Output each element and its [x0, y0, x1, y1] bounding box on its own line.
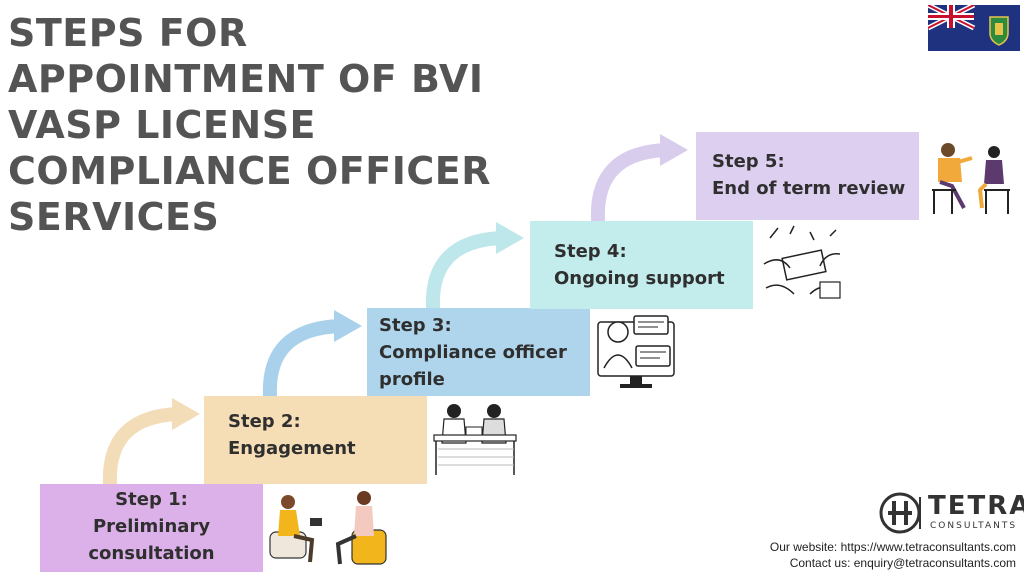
tetra-logo: TETRA CONSULTANTS [878, 489, 1024, 537]
step-text: consultation [88, 543, 215, 564]
step-label: Step 3: [379, 315, 452, 336]
step-text: Ongoing support [554, 268, 725, 289]
logo-name: TETRA [928, 491, 1024, 521]
bvi-flag-icon [928, 5, 1020, 51]
step-5-box: Step 5: End of term review [696, 132, 919, 220]
step-label: Step 4: [554, 241, 627, 262]
step-2-box: Step 2: Engagement [204, 396, 427, 484]
step-text: Preliminary [92, 516, 211, 537]
step-label: Step 5: [712, 151, 785, 172]
step-label: Step 1: [115, 489, 188, 510]
contact-text: Contact us: enquiry@tetraconsultants.com [789, 556, 1016, 570]
review-illustration [932, 143, 1010, 214]
step-1-box: Step 1: Preliminary consultation [40, 484, 263, 572]
step-text: End of term review [712, 178, 906, 199]
footer-contact: Our website: https://www.tetraconsultant… [770, 539, 1016, 571]
title-line: SERVICES [8, 195, 220, 239]
support-illustration [763, 225, 841, 299]
website-text: Our website: https://www.tetraconsultant… [769, 540, 1016, 554]
step-label: Step 2: [228, 411, 301, 432]
profile-illustration [597, 315, 675, 388]
logo-subtitle: CONSULTANTS [930, 521, 1018, 531]
consultation-illustration [269, 491, 387, 565]
step-4-box: Step 4: Ongoing support [530, 221, 753, 309]
step-text: profile [379, 369, 445, 390]
title-line: COMPLIANCE OFFICER [8, 149, 491, 193]
title-line: STEPS FOR [8, 11, 248, 55]
page-title: STEPS FOR APPOINTMENT OF BVI VASP LICENS… [8, 10, 491, 240]
step-3-box: Step 3: Compliance officer profile [367, 308, 590, 396]
title-line: VASP LICENSE [8, 103, 317, 147]
step-text: Engagement [228, 438, 356, 459]
step-text: Compliance officer [379, 342, 567, 363]
title-line: APPOINTMENT OF BVI [8, 57, 484, 101]
tetra-logo-icon [879, 492, 921, 534]
engagement-illustration [433, 404, 517, 475]
